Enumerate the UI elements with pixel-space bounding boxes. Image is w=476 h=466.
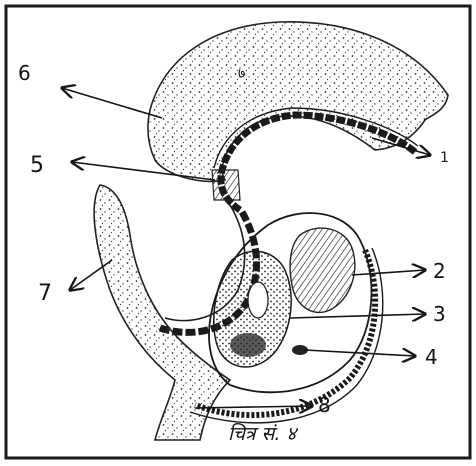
label-4: 4 — [425, 345, 438, 369]
label-1: 1 — [440, 150, 449, 166]
arrow-8 — [195, 406, 312, 408]
stalk-tissue — [94, 185, 230, 440]
embryo-dark-core — [230, 333, 266, 357]
label-5: 5 — [30, 153, 44, 178]
arrow-2 — [352, 270, 425, 275]
arrow-6 — [62, 88, 162, 118]
label-8: 8 — [318, 393, 331, 417]
hatched-band — [212, 170, 240, 200]
label-2: 2 — [433, 259, 446, 283]
label-7: 7 — [38, 281, 52, 306]
figure-caption: चित्र सं. ४ — [228, 422, 298, 445]
arrow-4 — [305, 350, 415, 356]
arrow-3 — [290, 314, 425, 318]
upper-stippled-shell — [148, 22, 448, 181]
right-hatched-mass — [290, 228, 355, 312]
embryo-cavity — [248, 282, 268, 318]
mark-in-shell: ७ — [238, 66, 245, 82]
label-6: 6 — [18, 61, 31, 85]
label-3: 3 — [433, 302, 446, 326]
